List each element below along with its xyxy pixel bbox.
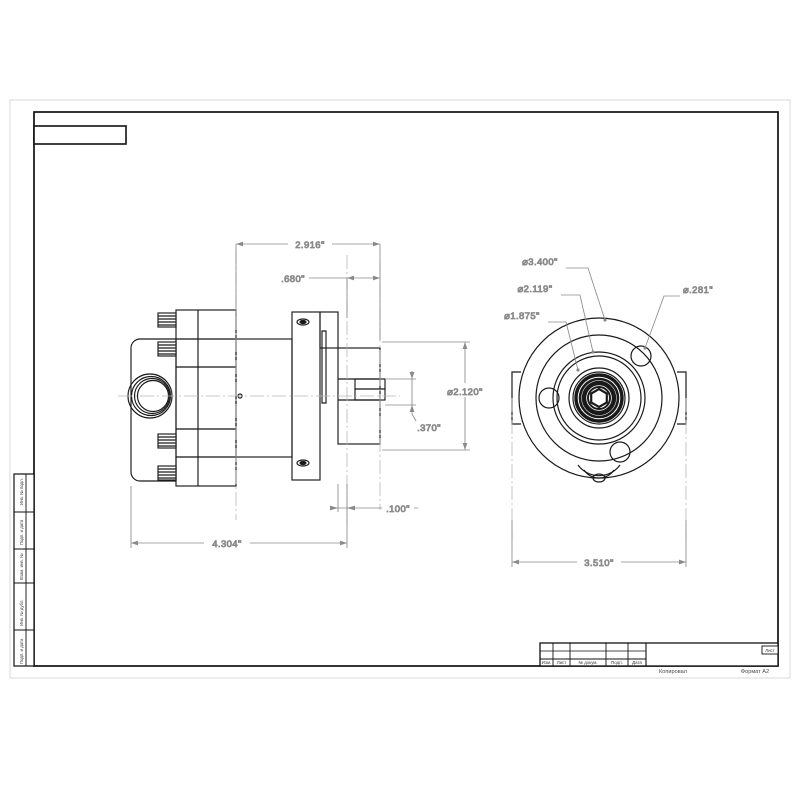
dim-label-plate-thickness: .100" — [386, 504, 410, 515]
front-circular-view — [511, 317, 687, 483]
dim-bolt-circle-dia: ⌀2.119" — [517, 284, 595, 354]
bearing-balls-ring — [581, 380, 617, 416]
dim-across-flats: 3.510" — [511, 520, 687, 569]
hex-bore — [590, 387, 608, 409]
hub-ring-1 — [568, 367, 630, 429]
plate-slot — [321, 330, 327, 404]
dim-label-bolt-hole-dia: ⌀.281" — [683, 285, 713, 296]
plate-screw-bottom — [296, 459, 310, 467]
title-block-col-2: № докум. — [578, 660, 597, 665]
dim-label-step-height: .370" — [417, 423, 441, 434]
dim-label-bolt-circle-dia: ⌀2.119" — [518, 284, 553, 295]
sheet-number-label: Лист — [765, 648, 775, 653]
plate-notch — [319, 311, 339, 349]
front-view-centerlines — [511, 398, 687, 540]
plate-screw-bottom-core — [299, 460, 307, 466]
left-margin-label-3: Инв. № дубл. — [19, 599, 24, 626]
bore-ring — [587, 386, 611, 410]
dim-overall-length: 4.304" — [130, 486, 348, 550]
frame-inner-border — [33, 111, 779, 667]
left-margin-label-0: Инв. № подл. — [19, 478, 24, 505]
left-margin-outer — [13, 473, 35, 667]
knurled-screws — [157, 312, 177, 481]
dim-body-length: 2.916" — [235, 238, 381, 340]
intermediate-circle — [535, 334, 663, 462]
dim-label-body-length: 2.916" — [295, 240, 325, 251]
dim-flange-offset: .680" — [277, 272, 380, 318]
pilot-boss-inner — [556, 355, 642, 441]
stamp-box-rect — [33, 125, 127, 145]
hub-ring-2 — [572, 371, 626, 425]
dim-label-pilot-dia: ⌀1.875" — [504, 311, 540, 322]
left-margin-block: Инв. № подл. Подп. и дата Взам. инв. № И… — [13, 473, 35, 667]
bottom-boss-arc-2 — [583, 469, 615, 479]
bottom-boss-hole — [592, 473, 606, 483]
sheet-frame — [9, 99, 791, 679]
outer-flange-circle — [518, 317, 680, 479]
title-block-col-3: Подп. — [611, 660, 623, 665]
plate-screw-top-core — [299, 319, 307, 325]
dim-shaft-diameter: ⌀2.120" — [382, 341, 492, 451]
dim-label-outer-flange-dia: ⌀3.400" — [522, 257, 558, 268]
plate-screws — [296, 318, 310, 467]
bearing-race-inner — [578, 377, 620, 419]
frame-outer-border — [9, 99, 791, 679]
front-view-dimensions: ⌀3.400" ⌀2.119" ⌀1.875" ⌀.281" — [504, 257, 713, 570]
title-block-col-4: Дата — [632, 660, 642, 665]
title-block-col-1: Лист — [557, 660, 567, 665]
dim-label-shaft-diameter: ⌀2.120" — [447, 387, 483, 398]
dim-outer-flange-dia: ⌀3.400" — [522, 257, 607, 322]
dim-pilot-dia: ⌀1.875" — [504, 311, 580, 372]
dim-label-flange-offset: .680" — [281, 274, 305, 285]
top-left-stamp-box — [33, 125, 127, 145]
bolt-hole-bottom — [609, 441, 631, 463]
title-block-col-0: Изм. — [542, 660, 551, 665]
side-section-view — [127, 309, 386, 487]
title-block: Изм. Лист № докум. Подп. Дата Лист Копир… — [539, 642, 779, 675]
bolt-hole-left — [538, 387, 560, 409]
dim-label-overall-length: 4.304" — [212, 539, 242, 550]
dim-bolt-hole-dia: ⌀.281" — [643, 285, 713, 350]
title-block-outer — [539, 642, 779, 667]
pilot-boss-outer — [552, 351, 646, 445]
bearing-race-outer — [574, 373, 624, 423]
format-label: Формат А2 — [741, 669, 769, 675]
plate-screw-top — [296, 318, 310, 326]
left-margin-label-1: Подп. и дата — [19, 519, 24, 545]
dim-label-across-flats: 3.510" — [584, 558, 614, 569]
left-margin-label-4: Подп. и дата — [19, 638, 24, 664]
left-margin-inner-col — [25, 473, 35, 667]
bolt-hole-top-right — [630, 345, 652, 367]
left-margin-label-2: Взам. инв. № — [19, 553, 24, 580]
copied-label: Копировал — [659, 669, 687, 675]
sheet-number-cell — [761, 645, 779, 655]
side-view-dimensions: 2.916" .680" ⌀2.120" — [130, 238, 492, 550]
dim-plate-thickness: .100" — [330, 484, 418, 515]
dim-step-height: .370" — [385, 371, 445, 434]
bottom-boss-arc — [577, 464, 621, 477]
